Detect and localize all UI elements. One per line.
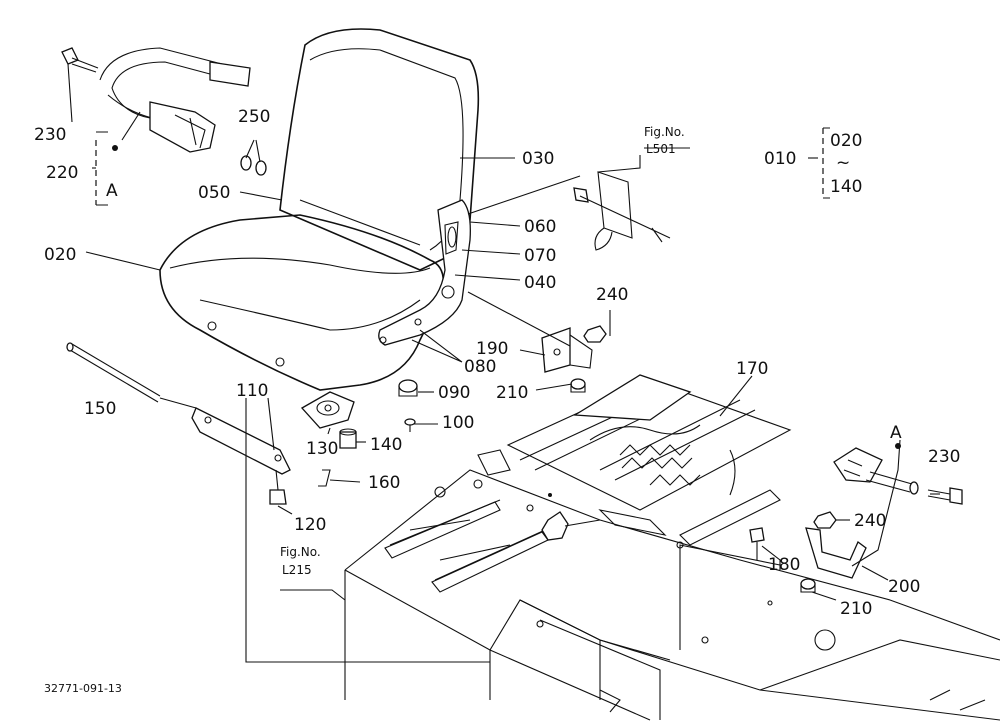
nut-240-lower [813,511,837,529]
bolt-180 [749,527,765,560]
pivot-130 [300,391,355,429]
label-240-lower: 240 [854,511,886,531]
label-100: 100 [442,413,474,433]
label-250: 250 [238,107,270,127]
fig-ref-top-number: L501 [646,142,676,156]
mount-090 [398,379,418,397]
adjust-knob [541,511,601,541]
fig-ref-bottom-label: Fig.No. [280,545,321,559]
mount-210-lower [800,578,816,593]
washers-250 [240,155,267,176]
bracket-110 [191,407,291,475]
label-090: 090 [438,383,470,403]
label-110: 110 [236,381,268,401]
bracket-200 [805,527,867,579]
label-230-upper: 230 [34,125,66,145]
label-210-upper: 210 [496,383,528,403]
ref-marker-lower: A [890,423,902,443]
label-190: 190 [476,339,508,359]
nut-240-upper [583,325,607,343]
label-120: 120 [294,515,326,535]
mount-210-upper [570,378,586,393]
pin-160 [318,469,331,487]
label-170: 170 [736,359,768,379]
bolt-230-lower [927,487,963,505]
label-040: 040 [524,273,556,293]
label-range-to: 140 [830,177,862,197]
label-200: 200 [888,577,920,597]
label-080: 080 [464,357,496,377]
seat-belt [99,47,251,153]
bolt-120 [269,469,287,505]
ref-dot-lower [895,443,901,449]
bracket-190 [541,327,593,373]
label-range-tilde: ~ [836,153,850,173]
seat-slide-rail [477,374,792,549]
seat-cushion [159,214,445,391]
label-150: 150 [84,399,116,419]
label-020: 020 [44,245,76,265]
label-210-lower: 210 [840,599,872,619]
label-240-upper: 240 [596,285,628,305]
springs [619,444,701,486]
label-010: 010 [764,149,796,169]
label-180: 180 [768,555,800,575]
ref-dot-upper [112,145,118,151]
bolt-230-upper [61,47,99,73]
label-070: 070 [524,246,556,266]
leader-lines [67,63,940,663]
label-060: 060 [524,217,556,237]
label-220: 220 [46,163,78,183]
floor-platform [344,469,1000,721]
side-bracket [378,199,471,346]
ref-marker-upper: A [106,181,118,201]
bracket-L501 [573,171,671,251]
label-050: 050 [198,183,230,203]
bushing-140 [339,428,357,449]
label-160: 160 [368,473,400,493]
part-labels: 230 220 A 250 050 030 020 060 070 040 24… [34,107,960,695]
diagram-code: 32771-091-13 [44,682,122,695]
label-140: 140 [370,435,402,455]
label-130: 130 [306,439,338,459]
rod-150 [66,342,161,403]
fig-ref-bottom-number: L215 [282,563,312,577]
fig-ref-top-label: Fig.No. [644,125,685,139]
ref-dot-belt [548,493,552,497]
buckle-lower [833,447,919,495]
label-030: 030 [522,149,554,169]
label-230-lower: 230 [928,447,960,467]
bolt-100 [404,418,416,432]
label-range-from: 020 [830,131,862,151]
